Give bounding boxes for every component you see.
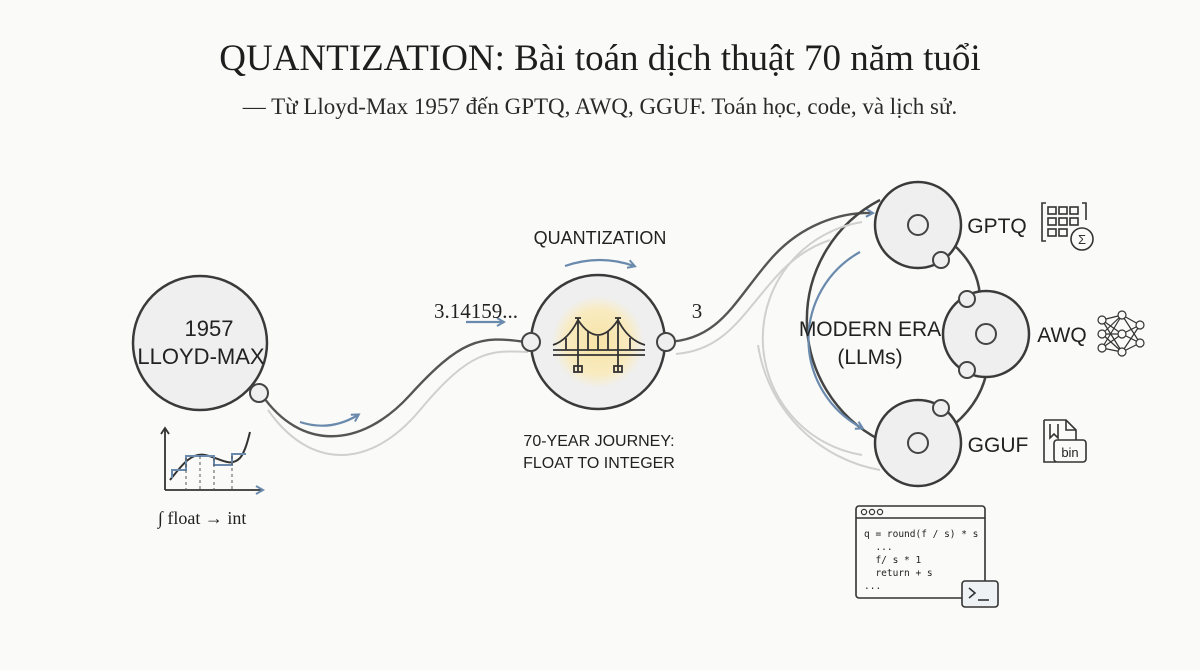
code-line: f/ s * 1	[864, 555, 921, 566]
bridge-node: QUANTIZATION 3.14159... 3 70-YEAR JOURNE…	[434, 228, 702, 472]
modern-cycle-arrow	[807, 251, 862, 428]
method-label-awq: AWQ	[1037, 324, 1086, 347]
method-label-gguf: GGUF	[968, 434, 1029, 457]
window-dot-max	[876, 508, 884, 516]
bridge-caption-line2: FLOAT TO INTEGER	[523, 455, 675, 472]
code-line: q = round(f / s) * s	[864, 529, 978, 540]
code-line: ...	[864, 581, 881, 592]
window-dot-close	[860, 508, 868, 516]
bridge-input-value: 3.14159...	[434, 299, 518, 323]
bin-file-label: bin	[1061, 445, 1078, 460]
origin-port	[249, 383, 269, 403]
origin-node: 1957 LLOYD-MAX	[131, 274, 269, 412]
page-subtitle: — Từ Lloyd-Max 1957 đến GPTQ, AWQ, GGUF.…	[242, 94, 957, 119]
matrix-sigma-icon: Σ	[1041, 202, 1094, 251]
window-dot-min	[868, 508, 876, 516]
step-function-graph: ∫ float → int	[157, 426, 262, 529]
awq-node: AWQ	[941, 289, 1145, 379]
svg-text:Σ: Σ	[1078, 232, 1086, 247]
code-line: return + s	[864, 568, 933, 579]
connector-bridge-to-modern	[666, 213, 872, 355]
neural-network-icon	[1097, 310, 1145, 357]
bridge-output-port	[656, 332, 676, 352]
page-title: QUANTIZATION: Bài toán dịch thuật 70 năm…	[219, 38, 980, 79]
method-label-gptq: GPTQ	[967, 215, 1027, 238]
bridge-top-arrow	[564, 258, 634, 266]
bridge-icon	[552, 317, 646, 373]
step-curve	[171, 453, 246, 478]
code-line: ...	[864, 542, 893, 553]
bridge-output-value: 3	[692, 299, 703, 323]
connector-origin-to-bridge	[261, 322, 529, 456]
bin-file-icon	[1043, 419, 1087, 463]
origin-formula: ∫ float → int	[157, 508, 246, 529]
gptq-node: GPTQ Σ	[873, 180, 1094, 270]
code-window: q = round(f / s) * s ... f/ s * 1 return…	[855, 505, 999, 608]
origin-name: LLOYD-MAX	[137, 344, 264, 369]
terminal-icon	[961, 580, 999, 608]
gguf-node: GGUF bin	[873, 398, 1087, 488]
origin-year: 1957	[185, 316, 234, 341]
flow-arrow-origin	[299, 415, 358, 427]
modern-era-line1: MODERN ERA	[799, 318, 941, 341]
modern-era-node: MODERN ERA (LLMs)	[757, 198, 989, 471]
modern-era-line2: (LLMs)	[837, 346, 902, 369]
bridge-caption-line1: 70-YEAR JOURNEY:	[523, 433, 674, 450]
bridge-input-port	[521, 332, 541, 352]
bridge-top-label: QUANTIZATION	[534, 228, 667, 248]
